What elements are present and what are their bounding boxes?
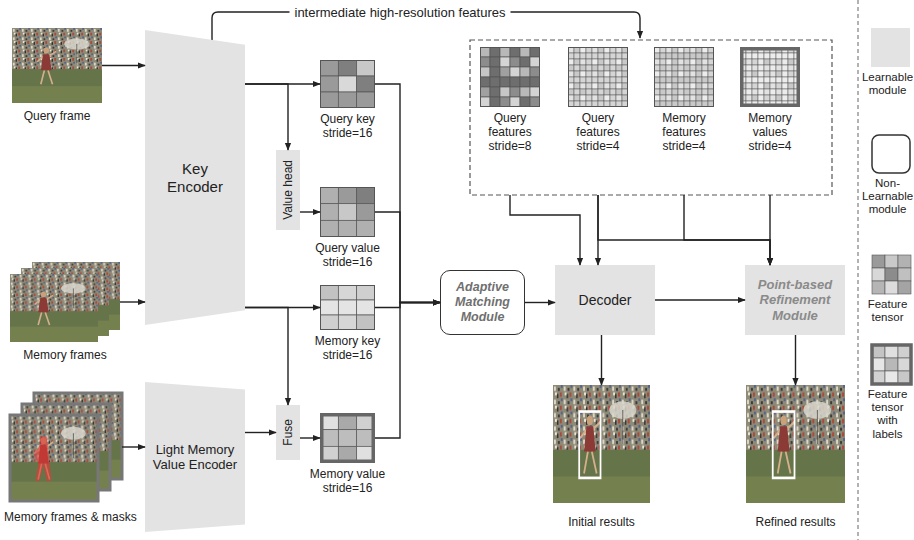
- caption-label: Memory frames & masks: [4, 510, 164, 524]
- connector-arrow: [300, 437, 320, 438]
- caption-label: Memory key stride=16: [298, 334, 398, 362]
- module-label: Adaptive Matching Module: [445, 280, 521, 324]
- connector-arrow: [300, 211, 320, 212]
- legend-sample: [872, 255, 911, 294]
- caption-label: Query features stride=4: [563, 111, 633, 153]
- legend-label: Feature tensor: [861, 298, 914, 324]
- tensor-grid: [568, 47, 628, 107]
- tensor-grid: [654, 47, 714, 107]
- connector-arrow: [375, 84, 440, 303]
- caption-label: Memory features stride=4: [649, 111, 719, 153]
- connector-arrow: [655, 299, 745, 300]
- connector-arrow: [120, 301, 145, 302]
- tensor-grid: [740, 47, 800, 107]
- learnable-module: Decoder: [555, 265, 655, 335]
- module-label: Fuse: [281, 419, 295, 446]
- video-frame: [12, 28, 102, 103]
- legend-label: Non-Learnable module: [861, 177, 914, 217]
- image-input: Memory frames: [10, 262, 120, 366]
- connector-arrow: [598, 195, 770, 265]
- annotation-label: intermediate high-resolution features: [289, 5, 510, 20]
- caption-label: Query value stride=16: [298, 241, 398, 269]
- divider-line: [858, 0, 859, 540]
- feature-tensor: Memory value stride=16: [320, 413, 375, 501]
- connector-arrow: [795, 335, 796, 385]
- caption-label: Query features stride=8: [475, 111, 545, 153]
- image-input: Memory frames & masks: [10, 393, 122, 528]
- module-label: Decoder: [579, 292, 632, 309]
- image-input: Query frame: [12, 28, 102, 128]
- connector-arrow: [601, 335, 602, 385]
- connector-arrow: [375, 303, 440, 439]
- connector-arrow: [245, 308, 288, 406]
- connector-arrow: [525, 302, 555, 303]
- non-learnable-module: Adaptive Matching Module: [440, 270, 525, 335]
- caption-label: Memory values stride=4: [735, 111, 805, 153]
- tensor-grid: [320, 285, 375, 330]
- connector-arrow: [597, 195, 598, 265]
- masked-frame-stack: [10, 393, 122, 501]
- learnable-module: Point-based Refinement Module: [745, 265, 845, 335]
- caption-label: Memory frames: [5, 348, 125, 362]
- connector-arrow: [245, 307, 320, 308]
- result-frame: [553, 385, 650, 503]
- small-module: Value head: [276, 150, 300, 230]
- result-frame: [746, 385, 845, 503]
- connector-arrow: [375, 212, 440, 303]
- image-input: Initial results: [553, 385, 650, 530]
- small-module: Fuse: [276, 405, 300, 460]
- caption-label: Memory value stride=16: [298, 467, 398, 495]
- feature-tensor: Query features stride=4: [568, 47, 628, 195]
- feature-tensor: Memory key stride=16: [320, 285, 375, 368]
- feature-tensor: Query features stride=8: [480, 47, 540, 195]
- module-label: Key Encoder: [159, 160, 231, 195]
- connector-arrow: [684, 195, 770, 265]
- connector-arrow: [510, 195, 580, 265]
- module-label: Value head: [281, 160, 295, 220]
- module-label: Light Memory Value Encoder: [149, 442, 241, 473]
- caption-label: Query frame: [2, 109, 112, 123]
- connector-arrow: [102, 65, 145, 66]
- legend-sample: [872, 135, 910, 173]
- tensor-grid: [320, 60, 375, 108]
- legend-swatch: [871, 28, 910, 67]
- connector-arrow: [375, 303, 440, 308]
- caption-label: Query key stride=16: [298, 112, 398, 140]
- tensor-grid: [480, 47, 540, 107]
- encoder-module: Key Encoder: [145, 30, 245, 325]
- feature-tensor: Memory values stride=4: [740, 47, 800, 195]
- feature-tensor: Query key stride=16: [320, 60, 375, 146]
- connector-arrow: [769, 195, 770, 265]
- tensor-grid: [320, 413, 375, 463]
- connector-arrow: [245, 84, 288, 150]
- feature-tensor: Memory features stride=4: [654, 47, 714, 195]
- module-label: Point-based Refinement Module: [753, 277, 837, 323]
- connector-arrow: [245, 83, 320, 84]
- caption-label: Refined results: [736, 515, 856, 529]
- legend-label: Feature tensor with labels: [861, 388, 914, 441]
- caption-label: Initial results: [542, 515, 662, 529]
- encoder-module: Light Memory Value Encoder: [145, 382, 245, 532]
- dashed-group: [470, 40, 832, 195]
- connector-arrow: [245, 432, 276, 433]
- tensor-grid: [320, 187, 375, 237]
- frame-stack: [10, 262, 120, 342]
- legend-label: Learnable module: [861, 71, 914, 97]
- legend-sample: [872, 345, 911, 384]
- feature-tensor: Query value stride=16: [320, 187, 375, 275]
- connector-arrow: [122, 446, 145, 447]
- image-input: Refined results: [746, 385, 845, 530]
